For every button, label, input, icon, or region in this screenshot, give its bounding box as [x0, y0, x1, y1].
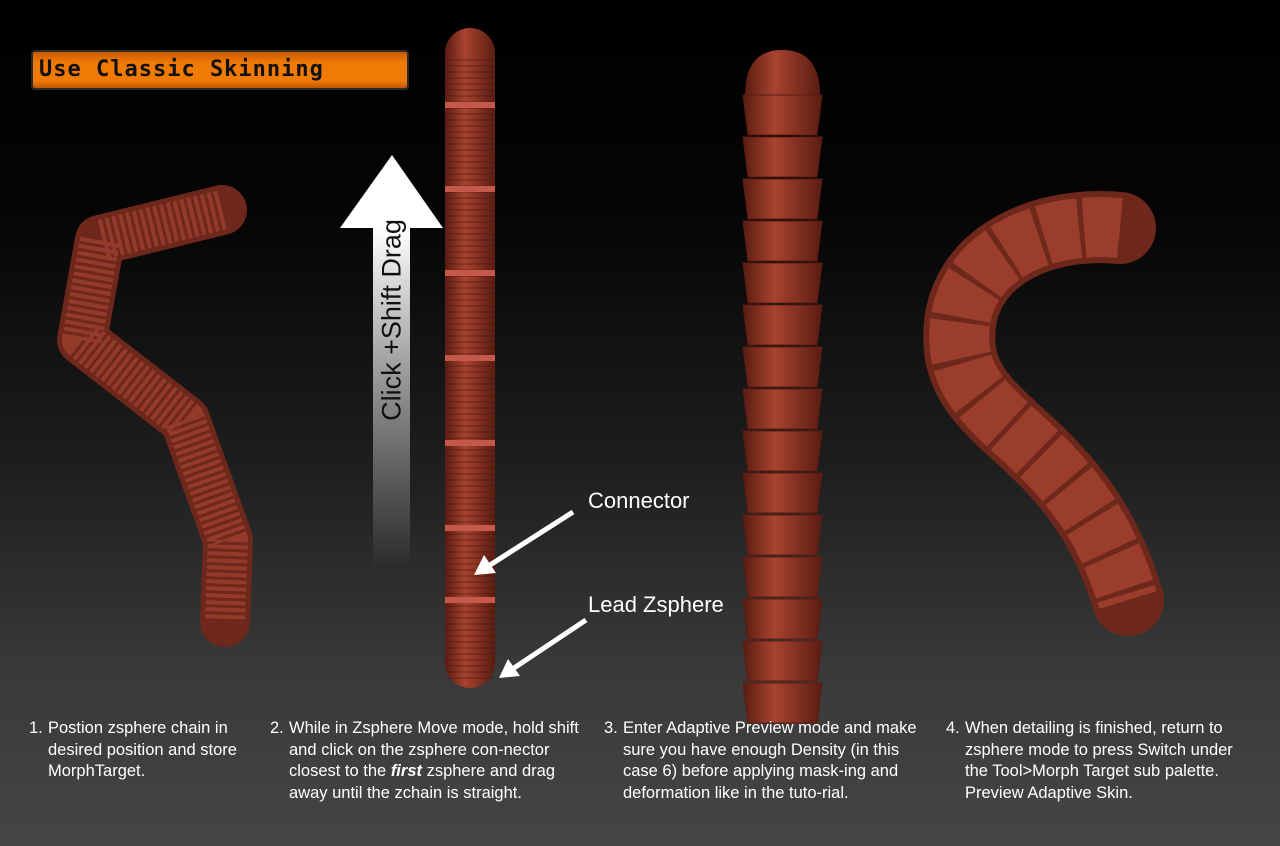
zsphere-connector: [445, 525, 495, 531]
drag-arrow: [340, 155, 443, 568]
step-text: Postion zsphere chain in desired positio…: [48, 719, 237, 780]
mesh-segment: [742, 514, 823, 556]
mesh-segment: [742, 640, 823, 682]
step-emphasis: first: [390, 762, 422, 780]
zsphere-connector: [445, 102, 495, 108]
lead-zsphere-label: Lead Zsphere: [588, 592, 724, 617]
mesh-segment: [742, 598, 823, 640]
mesh-segment: [742, 136, 823, 178]
step-text: Enter Adaptive Preview mode and make sur…: [623, 719, 917, 802]
step-number: 1.: [29, 719, 43, 737]
step-number: 2.: [270, 719, 284, 737]
step-4: 4. When detailing is finished, return to…: [946, 718, 1246, 804]
mesh-segment: [742, 262, 823, 304]
zsphere-connector: [445, 355, 495, 361]
mesh-segment: [742, 346, 823, 388]
use-classic-skinning-button[interactable]: Use Classic Skinning: [31, 50, 409, 90]
button-label: Use Classic Skinning: [39, 57, 324, 82]
straight-zsphere-chain: [445, 28, 495, 688]
step-text-start: While in Zsphere Move mode, hold shift a…: [289, 719, 579, 780]
zsphere-connector: [445, 186, 495, 192]
mesh-segment: [742, 682, 823, 724]
mesh-segment: [742, 430, 823, 472]
connector-pointer-arrow: [474, 509, 575, 575]
step-text-end: zsphere and drag away until the zchain i…: [289, 762, 555, 802]
mesh-segment: [742, 556, 823, 598]
mesh-segment: [742, 472, 823, 514]
mesh-segment: [742, 388, 823, 430]
deformed-adaptive-skin: [923, 191, 1164, 636]
lead-zsphere-pointer-arrow: [499, 617, 588, 678]
zsphere-connector: [445, 597, 495, 603]
step-number: 4.: [946, 719, 960, 737]
drag-hint-label: Click +Shift Drag: [376, 219, 407, 421]
step-number: 3.: [604, 719, 618, 737]
step-3: 3. Enter Adaptive Preview mode and make …: [604, 718, 924, 804]
mesh-segment: [742, 94, 823, 136]
step-2: 2. While in Zsphere Move mode, hold shif…: [270, 718, 580, 804]
mesh-segment: [742, 304, 823, 346]
adaptive-preview-mesh: [742, 50, 823, 724]
mesh-segment: [742, 178, 823, 220]
zsphere-connector: [445, 270, 495, 276]
curved-zsphere-chain: [57, 185, 253, 647]
connector-label: Connector: [588, 488, 690, 513]
step-text: When detailing is finished, return to zs…: [965, 719, 1233, 802]
zsphere-connector: [445, 440, 495, 446]
step-text: While in Zsphere Move mode, hold shift a…: [270, 718, 580, 804]
mesh-segment: [742, 220, 823, 262]
step-1: 1. Postion zsphere chain in desired posi…: [29, 718, 269, 783]
